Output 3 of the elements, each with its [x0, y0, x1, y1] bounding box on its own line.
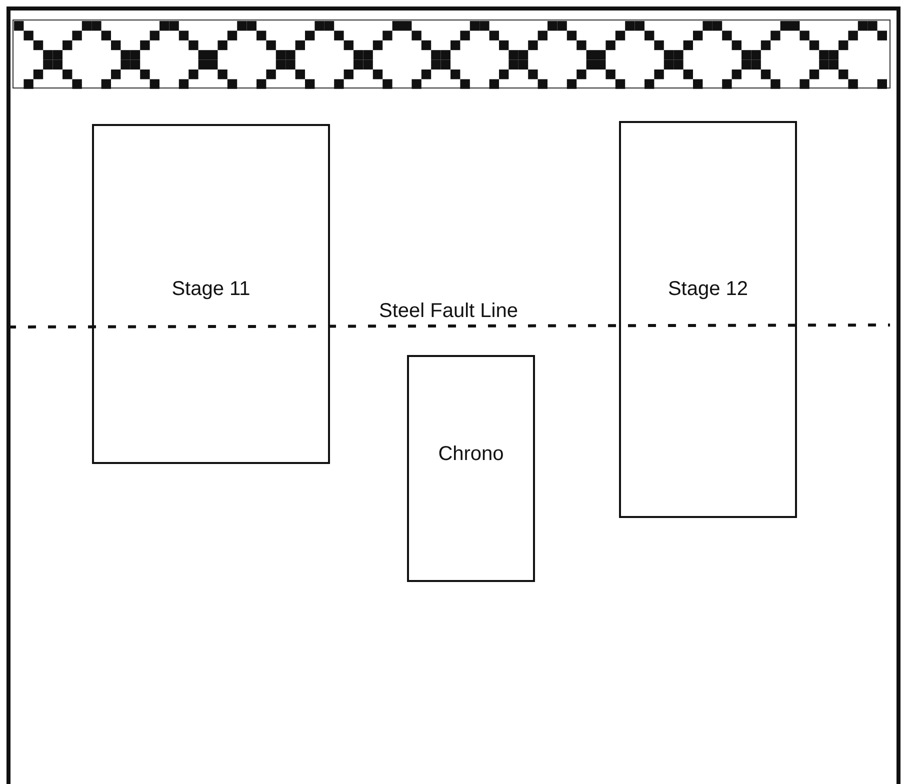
stage-area: Stage 12	[619, 121, 797, 518]
chrono-area: Chrono	[407, 355, 535, 582]
stage-area: Stage 11	[92, 124, 330, 464]
